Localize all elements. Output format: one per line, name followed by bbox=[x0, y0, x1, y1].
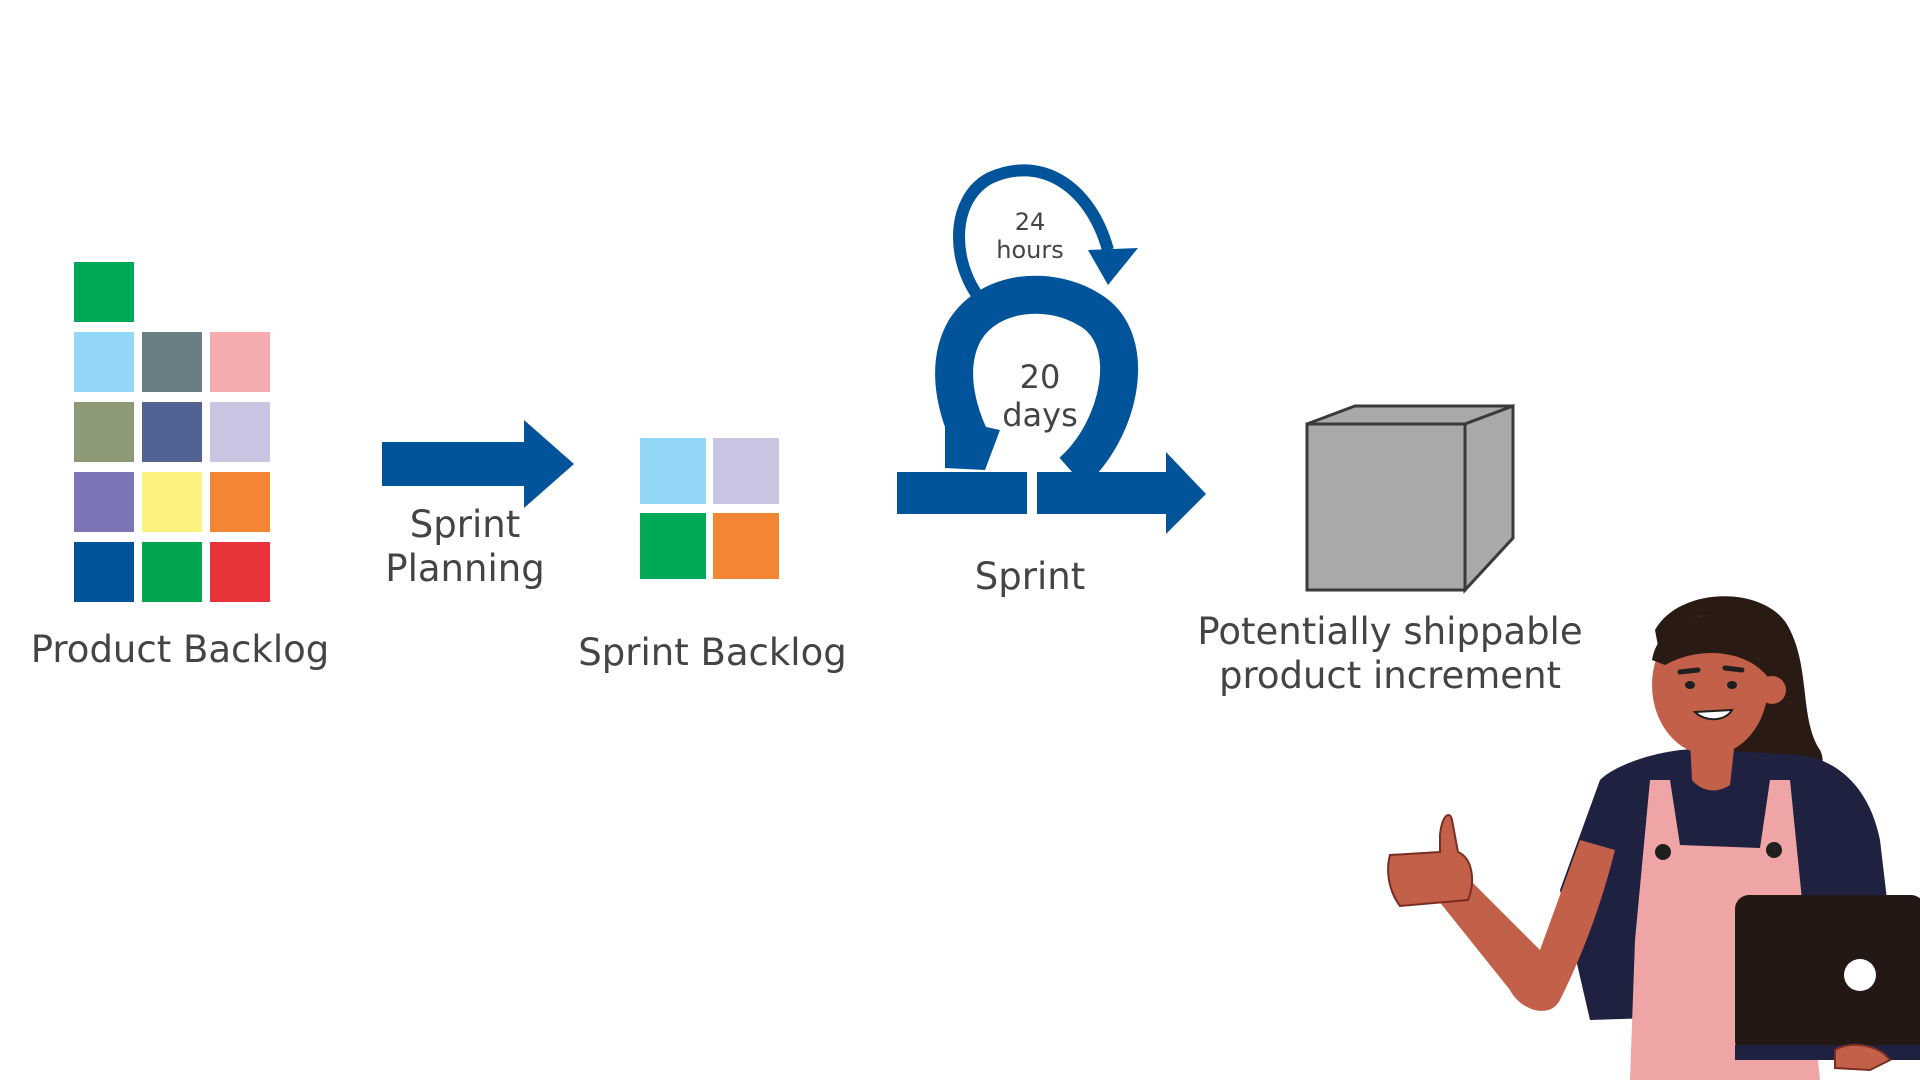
daily-cycle-arrowhead-icon bbox=[1088, 248, 1138, 285]
box-front-face bbox=[1305, 422, 1467, 592]
ear bbox=[1758, 676, 1786, 704]
laptop-logo-icon bbox=[1844, 959, 1876, 991]
daily-cycle-loop-icon bbox=[953, 164, 1114, 313]
apron-button-icon bbox=[1655, 844, 1671, 860]
sprint-cycle-arrowhead-icon bbox=[945, 418, 1000, 470]
smile bbox=[1692, 708, 1734, 721]
sprint-exit-arrow-icon bbox=[1037, 452, 1206, 534]
backlog-item bbox=[142, 332, 202, 392]
sprint-backlog-item bbox=[640, 438, 706, 504]
backlog-item bbox=[74, 262, 134, 322]
backlog-item bbox=[142, 542, 202, 602]
thumbs-up-hand-icon bbox=[1387, 814, 1474, 908]
laptop-icon bbox=[1735, 895, 1920, 1055]
product-increment-box-icon bbox=[1305, 403, 1515, 594]
sprint-label: Sprint bbox=[974, 555, 1086, 598]
sprint-backlog-item bbox=[640, 513, 706, 579]
sprint-bar-left bbox=[897, 472, 1027, 514]
hand bbox=[1834, 1043, 1892, 1072]
apron-button-icon bbox=[1766, 842, 1782, 858]
sprint-planning-label: Sprint Planning bbox=[385, 503, 545, 590]
backlog-item bbox=[74, 332, 134, 392]
sprint-cycle-label: 20 days bbox=[1002, 358, 1078, 434]
laptop-base bbox=[1735, 1045, 1920, 1060]
product-backlog-label: Product Backlog bbox=[30, 628, 330, 671]
backlog-item bbox=[142, 472, 202, 532]
backlog-item bbox=[210, 402, 270, 462]
sprint-backlog-label: Sprint Backlog bbox=[578, 631, 847, 674]
daily-cycle-label: 24 hours bbox=[996, 208, 1064, 264]
backlog-item bbox=[74, 402, 134, 462]
sprint-planning-arrow-icon bbox=[382, 420, 574, 508]
product-increment-label: Potentially shippable product increment bbox=[1197, 610, 1583, 697]
box-side-face bbox=[1463, 403, 1515, 594]
backlog-item bbox=[210, 542, 270, 602]
eye bbox=[1685, 681, 1695, 689]
sprint-backlog-item bbox=[713, 513, 779, 579]
eye bbox=[1727, 681, 1737, 689]
eyebrows bbox=[1677, 665, 1745, 675]
backlog-item bbox=[210, 472, 270, 532]
backlog-item bbox=[74, 472, 134, 532]
backlog-item bbox=[74, 542, 134, 602]
hair-front-icon bbox=[1652, 614, 1780, 680]
person-thumbs-up-illustration bbox=[1387, 596, 1920, 1080]
sprint-cycle-loop-icon bbox=[935, 275, 1139, 487]
backlog-item bbox=[210, 332, 270, 392]
sprint-backlog-item bbox=[713, 438, 779, 504]
arm bbox=[1430, 840, 1615, 1011]
backlog-item bbox=[142, 402, 202, 462]
